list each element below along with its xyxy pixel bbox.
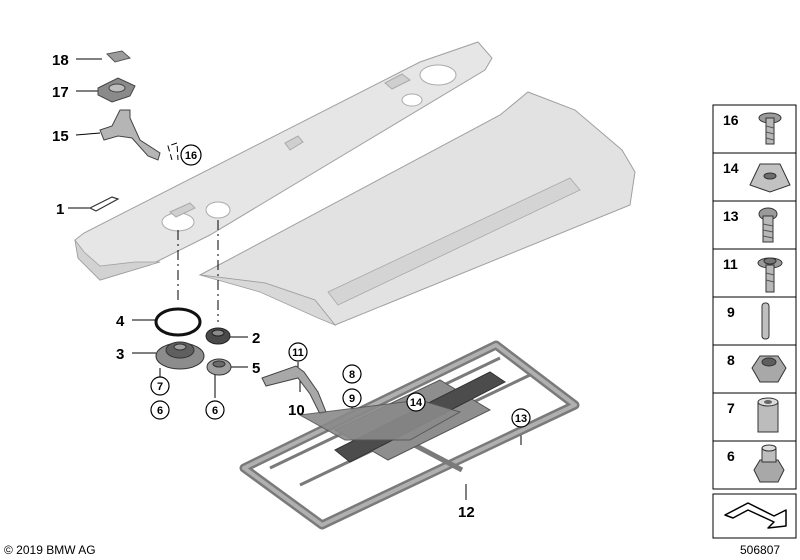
sidebar-num-9: 9 bbox=[727, 304, 735, 320]
hex-nut-icon bbox=[751, 355, 787, 383]
sidebar-num-16: 16 bbox=[723, 112, 739, 128]
label-3: 3 bbox=[116, 346, 124, 363]
circle-11 bbox=[288, 342, 308, 362]
gasket-1 bbox=[88, 196, 120, 212]
label-13: 13 bbox=[515, 413, 527, 425]
seal-ring-4 bbox=[154, 307, 202, 337]
label-14: 14 bbox=[410, 397, 423, 409]
label-2: 2 bbox=[252, 330, 260, 347]
circle-14 bbox=[406, 392, 426, 412]
label-11: 11 bbox=[292, 347, 304, 359]
label-18: 18 bbox=[52, 52, 69, 69]
sidebar-num-7: 7 bbox=[727, 400, 735, 416]
label-17: 17 bbox=[52, 84, 69, 101]
screw-icon bbox=[758, 112, 782, 145]
clip-nut-icon bbox=[749, 163, 791, 193]
rivet-icon bbox=[761, 302, 770, 340]
holder-5 bbox=[206, 358, 232, 376]
sidebar-num-13: 13 bbox=[723, 208, 739, 224]
label-1: 1 bbox=[56, 201, 64, 218]
label-7: 7 bbox=[157, 381, 163, 393]
sidebar-box-7 bbox=[712, 392, 797, 442]
leader-lines bbox=[68, 58, 522, 500]
speaker-2 bbox=[205, 327, 231, 345]
upper-trim-panel bbox=[74, 41, 493, 281]
label-6b: 6 bbox=[212, 405, 218, 417]
circle-7 bbox=[150, 376, 170, 396]
circle-6a bbox=[150, 400, 170, 420]
diagram-id-text: 506807 bbox=[740, 543, 781, 557]
label-10: 10 bbox=[288, 402, 305, 419]
label-15: 15 bbox=[52, 128, 69, 145]
screw-icon bbox=[757, 257, 783, 293]
lower-shelf-panel bbox=[198, 91, 636, 326]
circle-6b bbox=[205, 400, 225, 420]
circle-13 bbox=[511, 408, 531, 428]
circled-labels bbox=[150, 144, 531, 428]
direction-arrow-icon bbox=[724, 502, 787, 529]
callout-labels: 18 17 15 1 4 3 2 5 10 12 bbox=[52, 52, 475, 521]
label-8: 8 bbox=[349, 369, 355, 381]
label-9: 9 bbox=[349, 393, 355, 405]
sidebar-num-11: 11 bbox=[723, 256, 738, 272]
small-parts-sidebar: 16 14 13 11 9 8 7 6 bbox=[712, 104, 797, 539]
hex-nut-icon bbox=[753, 444, 785, 483]
label-16: 16 bbox=[185, 150, 197, 162]
bracket-15 bbox=[99, 109, 161, 161]
speaker-3 bbox=[155, 341, 205, 370]
circle-16 bbox=[180, 144, 202, 166]
sidebar-box-11 bbox=[712, 248, 797, 298]
holder-17 bbox=[97, 77, 136, 103]
screw-icon bbox=[758, 207, 778, 243]
sidebar-box-13 bbox=[712, 200, 797, 250]
label-5: 5 bbox=[252, 360, 260, 377]
copyright-text: © 2019 BMW AG bbox=[4, 543, 96, 557]
sidebar-box-6 bbox=[712, 440, 797, 490]
spacer-sleeve-icon bbox=[757, 397, 779, 433]
circled-label-text: 16 7 6 6 11 8 9 14 13 bbox=[157, 150, 527, 425]
cover-cap-18 bbox=[105, 50, 132, 63]
label-4: 4 bbox=[116, 313, 125, 330]
sidebar-num-14: 14 bbox=[723, 160, 739, 176]
circle-9 bbox=[342, 388, 362, 408]
circle-8 bbox=[342, 364, 362, 384]
label-12: 12 bbox=[458, 504, 475, 521]
sidebar-num-8: 8 bbox=[727, 352, 735, 368]
sidebar-num-6: 6 bbox=[727, 448, 735, 464]
label-6a: 6 bbox=[157, 405, 163, 417]
sidebar-box-9 bbox=[712, 296, 797, 346]
